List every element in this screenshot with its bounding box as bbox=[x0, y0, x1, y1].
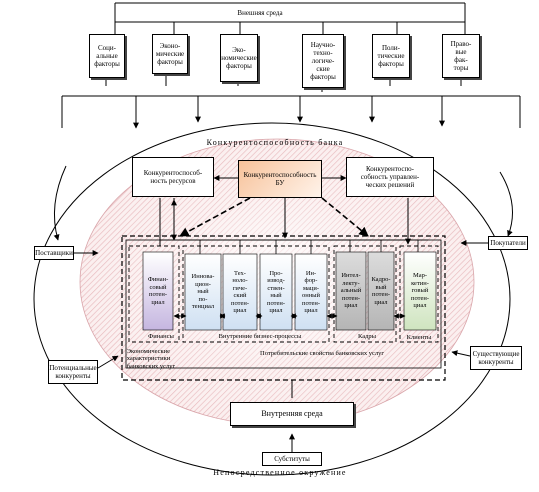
suppliers-label: Поставщики bbox=[35, 249, 73, 257]
finance-dashed bbox=[128, 245, 180, 343]
internal-environment-label: Внутренняя среда bbox=[261, 409, 323, 418]
consumer-properties-text: Потребительские свойства банковских услу… bbox=[260, 350, 384, 358]
marketing-potential-label: Мар- кетин- говый потен- циал bbox=[410, 272, 429, 310]
staff-group-text: Кадры bbox=[357, 333, 377, 341]
clients-group-text: Клиенты bbox=[406, 334, 432, 342]
existing-competitors-box: Существующие конкуренты bbox=[470, 346, 522, 370]
external-environment-title-text: Внешняя среда bbox=[237, 9, 283, 17]
external-connectors bbox=[61, 2, 521, 129]
bu-competitiveness-box: Конкурентоспособность БУ bbox=[238, 160, 322, 198]
immediate-environment-text: Непосредственное окружение bbox=[213, 468, 347, 477]
personnel-potential-label: Кадро- вый потен- циал bbox=[371, 276, 391, 306]
economic-characteristics-text: Экономические характеристики банковских … bbox=[126, 347, 176, 370]
technological-potential: Тех- ноло- гиче- ский потен- циал bbox=[223, 254, 257, 330]
factor-box-scitech: Научно- техно- логиче- ские факторы bbox=[302, 34, 344, 88]
resources-competitiveness-label: Конкурентоспособ- ность ресурсов bbox=[143, 169, 203, 185]
decisions-competitiveness-label: Конкурентоспо- собность управлен- ческих… bbox=[360, 165, 420, 189]
intellectual-potential-label: Интел- лекту- альный потен- циал bbox=[340, 272, 362, 310]
clients-dashed bbox=[399, 245, 439, 343]
immediate-environment-label: Непосредственное окружение bbox=[180, 468, 380, 478]
factor-box-political: Поли- тические факторы bbox=[372, 34, 410, 78]
innovation-potential-label: Иннова- цион- ный по- тенциал bbox=[191, 273, 215, 311]
information-potential-label: Ин- фор- маци- онный потен- циал bbox=[301, 269, 321, 315]
factor-box-economic-1: Эконо- мические факторы bbox=[152, 34, 188, 74]
decisions-competitiveness-box: Конкурентоспо- собность управлен- ческих… bbox=[346, 157, 434, 197]
bank-competitiveness-title-text: Конкурентоспособность банка bbox=[206, 138, 344, 147]
factor-economic-2-label: Эко- номические факторы bbox=[221, 46, 257, 70]
clients-group-label: Клиенты bbox=[402, 334, 436, 342]
technological-potential-label: Тех- ноло- гиче- ский потен- циал bbox=[230, 269, 249, 315]
factor-social-label: Соци- альные факторы bbox=[94, 44, 120, 68]
business-process-dashed bbox=[182, 245, 330, 343]
finance-group-label: Финансы bbox=[146, 333, 176, 341]
production-potential: Про- извод- ствен- ный потен- циал bbox=[260, 254, 292, 330]
factor-legal-label: Право- вые фак- торы bbox=[450, 40, 472, 72]
financial-potential: Финан- совый потен- циал bbox=[143, 252, 173, 330]
resources-competitiveness-box: Конкурентоспособ- ность ресурсов bbox=[132, 157, 214, 197]
production-potential-label: Про- извод- ствен- ный потен- циал bbox=[266, 269, 285, 315]
intellectual-potential: Интел- лекту- альный потен- циал bbox=[336, 252, 366, 330]
potential-competitors-label: Потенциальные конкуренты bbox=[49, 364, 97, 380]
substitutes-box: Субституты bbox=[262, 452, 322, 466]
economic-characteristics-label: Экономические характеристики банковских … bbox=[120, 346, 182, 372]
factor-political-label: Поли- тические факторы bbox=[377, 44, 405, 68]
factor-economic-1-label: Эконо- мические факторы bbox=[155, 42, 185, 66]
factor-scitech-label: Научно- техно- логиче- ские факторы bbox=[310, 41, 336, 81]
bu-competitiveness-label: Конкурентоспособность БУ bbox=[243, 171, 317, 187]
innovation-potential: Иннова- цион- ный по- тенциал bbox=[185, 254, 221, 330]
factor-box-legal: Право- вые фак- торы bbox=[442, 34, 480, 78]
information-potential: Ин- фор- маци- онный потен- циал bbox=[295, 254, 327, 330]
suppliers-box: Поставщики bbox=[34, 246, 74, 260]
potential-competitors-box: Потенциальные конкуренты bbox=[48, 360, 98, 384]
marketing-potential: Мар- кетин- говый потен- циал bbox=[404, 252, 436, 330]
consumer-properties-label: Потребительские свойства банковских услу… bbox=[232, 350, 412, 358]
staff-group-label: Кадры bbox=[352, 333, 382, 341]
factor-box-social: Соци- альные факторы bbox=[89, 34, 125, 78]
factor-box-economic-2: Эко- номические факторы bbox=[220, 34, 258, 82]
business-processes-group-label: Внутренние бизнес-процессы bbox=[195, 333, 325, 341]
personnel-potential: Кадро- вый потен- циал bbox=[368, 252, 394, 330]
bank-competitiveness-title: Конкурентоспособность банка bbox=[180, 138, 370, 148]
substitutes-label: Субституты bbox=[274, 455, 310, 463]
business-processes-group-text: Внутренние бизнес-процессы bbox=[218, 333, 302, 341]
financial-potential-label: Финан- совый потен- циал bbox=[147, 276, 169, 306]
buyers-label: Покупатели bbox=[490, 239, 526, 247]
existing-competitors-label: Существующие конкуренты bbox=[472, 350, 520, 366]
finance-group-text: Финансы bbox=[148, 333, 174, 341]
internal-environment-box: Внутренняя среда bbox=[230, 402, 354, 426]
staff-dashed bbox=[333, 245, 397, 343]
external-environment-title: Внешняя среда bbox=[210, 6, 310, 20]
buyers-box: Покупатели bbox=[488, 236, 528, 250]
